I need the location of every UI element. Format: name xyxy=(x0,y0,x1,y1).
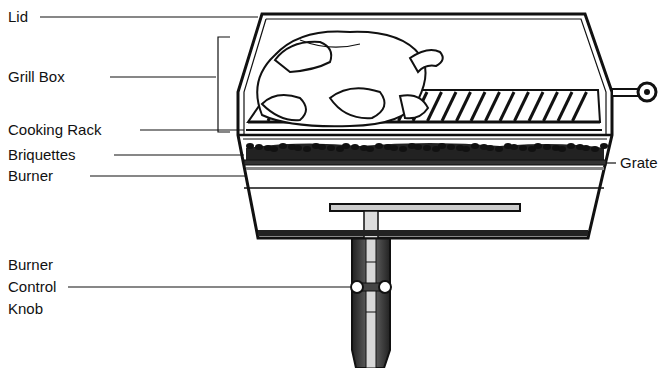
grill-box-bracket xyxy=(218,37,230,132)
post xyxy=(352,238,390,368)
part-label: Cooking Rack xyxy=(8,119,101,141)
rack-slat xyxy=(515,92,529,121)
rack-slat xyxy=(500,92,514,121)
briquette xyxy=(447,144,455,150)
briquette xyxy=(279,143,287,149)
briquette xyxy=(294,145,302,151)
briquette xyxy=(495,146,503,152)
part-label: Grill Box xyxy=(8,66,65,88)
briquette xyxy=(486,145,494,151)
briquette xyxy=(270,146,278,152)
briquette xyxy=(519,145,527,151)
briquette xyxy=(255,144,263,150)
briquette xyxy=(246,143,254,149)
rack-slat xyxy=(428,92,442,121)
briquette xyxy=(462,146,470,152)
briquette xyxy=(423,145,431,151)
burner-control-knob xyxy=(351,281,391,293)
chicken xyxy=(257,31,443,126)
burner xyxy=(244,188,604,238)
briquette xyxy=(510,144,518,150)
briquette xyxy=(558,146,566,152)
briquette xyxy=(327,145,335,151)
briquette xyxy=(366,146,374,152)
briquette xyxy=(318,144,326,150)
part-label: Briquettes xyxy=(8,144,76,166)
leader-lines xyxy=(40,17,616,287)
rack-slat xyxy=(471,92,485,121)
briquette xyxy=(543,144,551,150)
briquette xyxy=(600,143,608,149)
briquette xyxy=(414,144,422,150)
rack-slat xyxy=(486,92,500,121)
briquette xyxy=(534,143,542,149)
briquette xyxy=(591,146,599,152)
rack-slat xyxy=(442,92,456,121)
part-label: Lid xyxy=(8,6,28,28)
part-label: Burner Control Knob xyxy=(8,254,70,320)
briquettes xyxy=(246,143,608,160)
briquette xyxy=(390,145,398,151)
briquette xyxy=(303,146,311,152)
grill-box xyxy=(238,14,612,238)
briquette xyxy=(342,143,350,149)
rack-slat xyxy=(558,92,572,121)
grate xyxy=(244,160,606,170)
briquette xyxy=(471,143,479,149)
part-label: Grate xyxy=(620,152,658,174)
rack-slat xyxy=(544,92,558,121)
lid-handle xyxy=(612,83,656,101)
briquette xyxy=(567,143,575,149)
briquette xyxy=(399,146,407,152)
briquette xyxy=(582,145,590,151)
rack-slat xyxy=(529,92,543,121)
part-label: Burner xyxy=(8,165,53,187)
rack-slat xyxy=(457,92,471,121)
briquette xyxy=(375,143,383,149)
rack-slat xyxy=(573,92,587,121)
briquette xyxy=(351,144,359,150)
briquette xyxy=(438,143,446,149)
